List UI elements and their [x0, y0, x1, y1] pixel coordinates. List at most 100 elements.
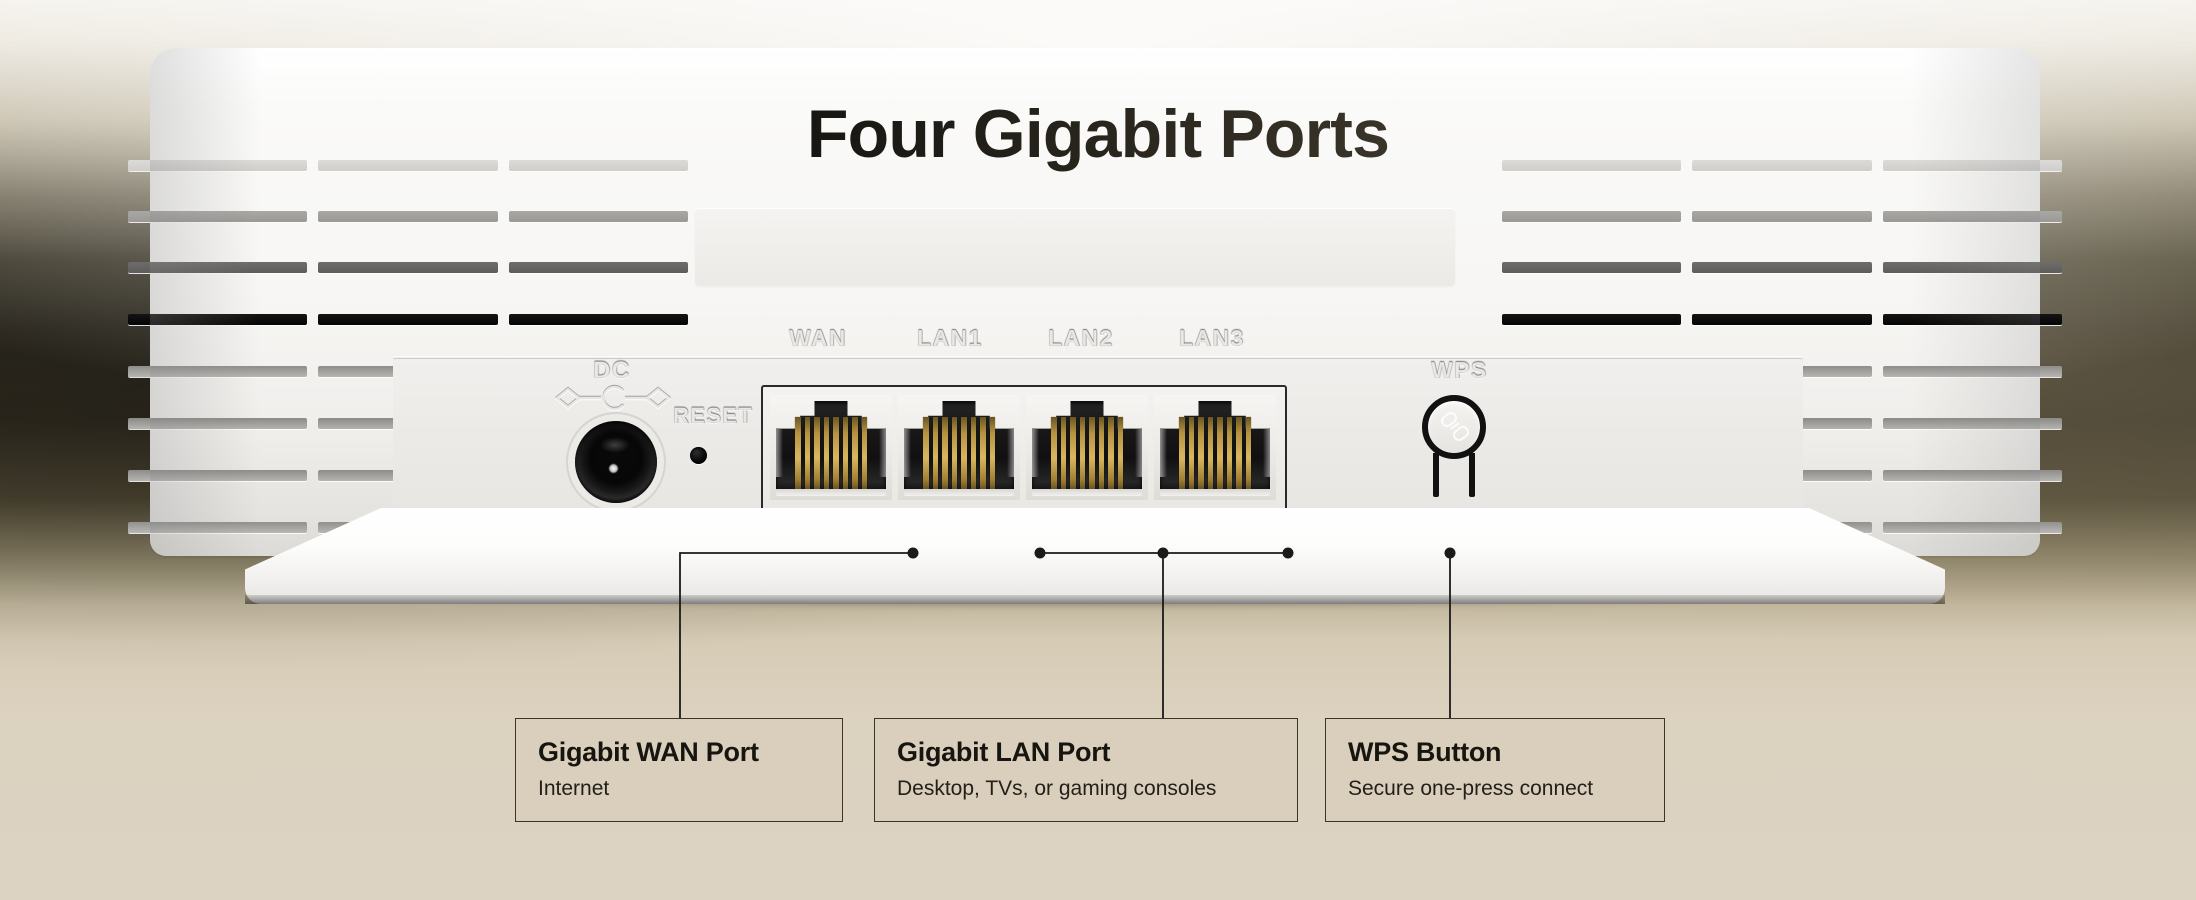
vent-slot	[128, 262, 308, 273]
vent-slot	[1882, 470, 2062, 481]
vent-row	[1502, 160, 2062, 171]
port-label-wan: WAN	[789, 325, 847, 351]
callout-subtitle: Secure one-press connect	[1348, 777, 1594, 800]
rj45-port-lan1[interactable]	[898, 395, 1020, 500]
rj45-pin	[970, 417, 976, 491]
callout-wps-button: WPS Button Secure one-press connect	[1325, 718, 1665, 822]
vent-slot	[1882, 211, 2062, 222]
rj45-pin	[795, 417, 801, 491]
rj45-pin	[861, 417, 867, 491]
dc-power-jack[interactable]	[575, 421, 657, 503]
rj45-pin	[1207, 417, 1213, 491]
recessed-top-panel	[695, 208, 1455, 286]
rj45-sidewall-left	[1160, 429, 1167, 477]
port-label-lan2: LAN2	[1048, 325, 1114, 351]
vent-row	[1502, 314, 2062, 325]
vent-slot	[508, 262, 688, 273]
rj45-pin	[1098, 417, 1104, 491]
rj45-floor	[1032, 489, 1142, 496]
rj45-pin	[951, 417, 957, 491]
rj45-sidewall-left	[904, 429, 911, 477]
rj45-pin	[1117, 417, 1123, 491]
vent-slot	[318, 211, 498, 222]
base-top-surface	[245, 508, 1945, 604]
rj45-pin	[852, 417, 858, 491]
router-base	[239, 508, 1951, 613]
rj45-contact-pins	[1179, 417, 1251, 491]
vent-slot	[318, 314, 498, 325]
vent-row	[128, 211, 688, 222]
rj45-pin	[1198, 417, 1204, 491]
callout-title: Gigabit WAN Port	[538, 737, 759, 767]
rj45-pin	[1217, 417, 1223, 491]
rj45-sidewall-right	[1007, 429, 1014, 477]
callout-subtitle: Desktop, TVs, or gaming consoles	[897, 777, 1217, 800]
vent-slot	[1502, 262, 1682, 273]
vent-slot	[128, 211, 308, 222]
callout-title: WPS Button	[1348, 737, 1502, 767]
rj45-port-wan[interactable]	[770, 395, 892, 500]
rj45-pin	[989, 417, 995, 491]
vent-slot	[1882, 366, 2062, 377]
reset-pinhole[interactable]	[690, 447, 707, 464]
vent-slot	[128, 366, 308, 377]
rj45-port-lan3[interactable]	[1154, 395, 1276, 500]
rj45-floor	[904, 489, 1014, 496]
rj45-contact-pins	[795, 417, 867, 491]
vent-slot	[1882, 522, 2062, 533]
rj45-pin	[1226, 417, 1232, 491]
vent-slot	[508, 211, 688, 222]
rj45-sidewall-right	[879, 429, 886, 477]
vent-row	[128, 160, 688, 171]
rj45-floor	[776, 489, 886, 496]
vent-slot	[1882, 418, 2062, 429]
rj45-pin	[1079, 417, 1085, 491]
reset-label: RESET	[673, 403, 753, 428]
rj45-pin	[1070, 417, 1076, 491]
rj45-sidewall-right	[1263, 429, 1270, 477]
vent-slot	[128, 522, 308, 533]
vent-slot	[1502, 314, 1682, 325]
rj45-pin	[804, 417, 810, 491]
rj45-sidewall-left	[1032, 429, 1039, 477]
callout-gigabit-lan-port: Gigabit LAN Port Desktop, TVs, or gaming…	[874, 718, 1298, 822]
callout-title: Gigabit LAN Port	[897, 737, 1111, 767]
vent-slot	[1692, 314, 1872, 325]
rj45-pin	[1245, 417, 1251, 491]
rj45-pin	[833, 417, 839, 491]
callout-gigabit-wan-port: Gigabit WAN Port Internet	[515, 718, 843, 822]
vent-row	[128, 262, 688, 273]
rj45-pin	[932, 417, 938, 491]
vent-row	[1502, 211, 2062, 222]
vent-slot	[1882, 160, 2062, 171]
rj45-pin	[923, 417, 929, 491]
vent-slot	[1692, 262, 1872, 273]
vent-slot	[318, 262, 498, 273]
wps-button[interactable]	[1411, 395, 1497, 503]
rj45-pin	[1236, 417, 1242, 491]
rj45-sidewall-left	[776, 429, 783, 477]
rj45-pin	[980, 417, 986, 491]
vent-slot	[1692, 160, 1872, 171]
wps-label: WPS	[1431, 357, 1488, 383]
port-label-lan3: LAN3	[1179, 325, 1245, 351]
rj45-pin	[1188, 417, 1194, 491]
rj45-pin	[1051, 417, 1057, 491]
dc-label: DC	[593, 357, 631, 384]
dc-polarity-icon	[555, 385, 671, 411]
vent-slot	[1882, 262, 2062, 273]
rj45-pin	[1060, 417, 1066, 491]
vent-slot	[1692, 211, 1872, 222]
vent-slot	[128, 470, 308, 481]
vent-slot	[128, 314, 308, 325]
wps-leg-right	[1469, 453, 1475, 497]
callout-subtitle: Internet	[538, 777, 610, 800]
rj45-port-lan2[interactable]	[1026, 395, 1148, 500]
page-title: Four Gigabit Ports	[0, 95, 2196, 173]
rj45-pin	[823, 417, 829, 491]
rj45-pin	[1108, 417, 1114, 491]
vent-slot	[128, 418, 308, 429]
vent-slot	[1502, 211, 1682, 222]
rj45-pin	[1179, 417, 1185, 491]
